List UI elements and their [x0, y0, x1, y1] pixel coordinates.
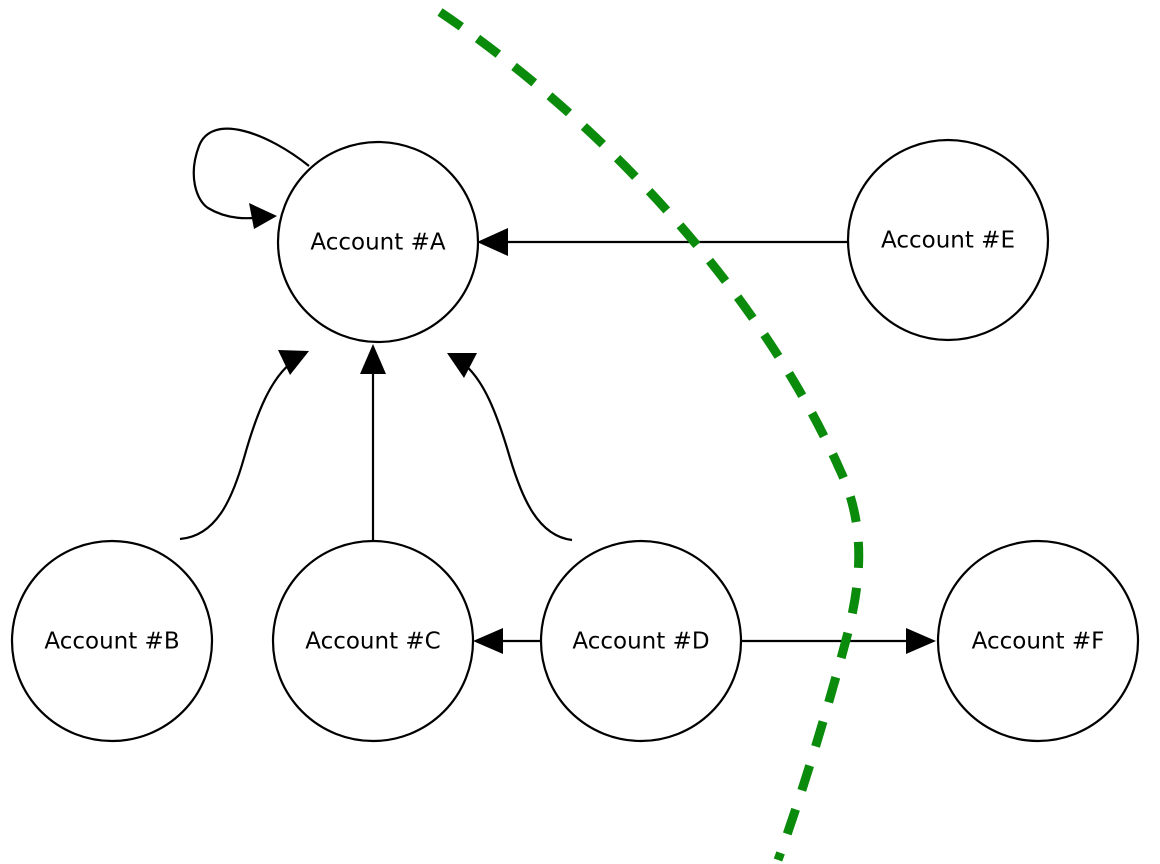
edge-A-to-A[interactable]	[192, 127, 310, 229]
edge-D-to-F-arrowhead	[906, 628, 936, 654]
edge-D-to-C-arrowhead	[473, 628, 503, 654]
edge-A-to-A-arrowhead	[249, 203, 277, 229]
edge-layer	[179, 127, 936, 654]
edge-D-to-A-path	[463, 363, 573, 542]
edge-D-to-A[interactable]	[447, 353, 573, 542]
edge-D-to-C[interactable]	[473, 628, 540, 654]
node-layer: Account #A Account #B Account #C Account…	[10, 138, 1140, 743]
boundary-dashed-arc	[437, 8, 864, 862]
edge-C-to-A-arrowhead	[360, 344, 386, 374]
node-account-a[interactable]: Account #A	[276, 140, 480, 344]
edge-D-to-F[interactable]	[742, 628, 936, 654]
edge-B-to-A-arrowhead	[278, 350, 309, 375]
node-account-a-circle	[276, 140, 480, 344]
edge-A-to-A-path	[192, 127, 310, 220]
edge-D-to-A-arrowhead	[447, 353, 477, 378]
node-account-b-circle	[10, 539, 214, 743]
node-account-e-circle	[846, 138, 1050, 342]
node-account-c[interactable]: Account #C	[271, 539, 475, 743]
edge-E-to-A[interactable]	[477, 228, 848, 256]
node-account-d[interactable]: Account #D	[539, 539, 743, 743]
edge-C-to-A[interactable]	[360, 344, 386, 541]
node-account-f-circle	[936, 539, 1140, 743]
edge-E-to-A-arrowhead	[477, 228, 508, 256]
edge-B-to-A[interactable]	[179, 350, 309, 541]
node-account-e[interactable]: Account #E	[846, 138, 1050, 342]
node-account-d-circle	[539, 539, 743, 743]
node-account-c-circle	[271, 539, 475, 743]
edge-B-to-A-path	[179, 361, 293, 541]
boundary-divider	[437, 8, 864, 862]
node-account-b[interactable]: Account #B	[10, 539, 214, 743]
node-account-f[interactable]: Account #F	[936, 539, 1140, 743]
